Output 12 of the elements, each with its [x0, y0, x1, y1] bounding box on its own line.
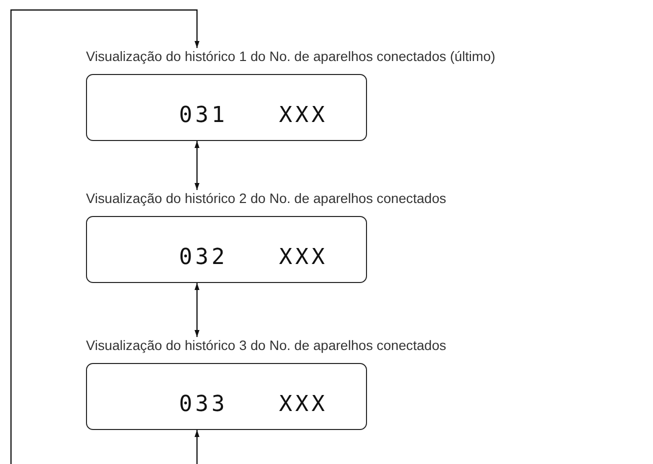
arrow	[194, 283, 200, 337]
display-number: 031	[179, 103, 228, 129]
display-number: 032	[179, 245, 228, 271]
arrow	[194, 141, 200, 190]
display-value: XXX	[279, 103, 328, 129]
display-number: 033	[179, 392, 228, 418]
display-heading: Visualização do histórico 3 do No. de aparelhos conectados	[86, 337, 448, 354]
display-heading: Visualização do histórico 1 do No. de aparelhos conectados (último)	[86, 48, 496, 65]
display-value: XXX	[279, 392, 328, 418]
display-heading: Visualização do histórico 2 do No. de aparelhos conectados	[86, 190, 448, 207]
arrow	[10, 9, 200, 464]
display-value: XXX	[279, 245, 328, 271]
